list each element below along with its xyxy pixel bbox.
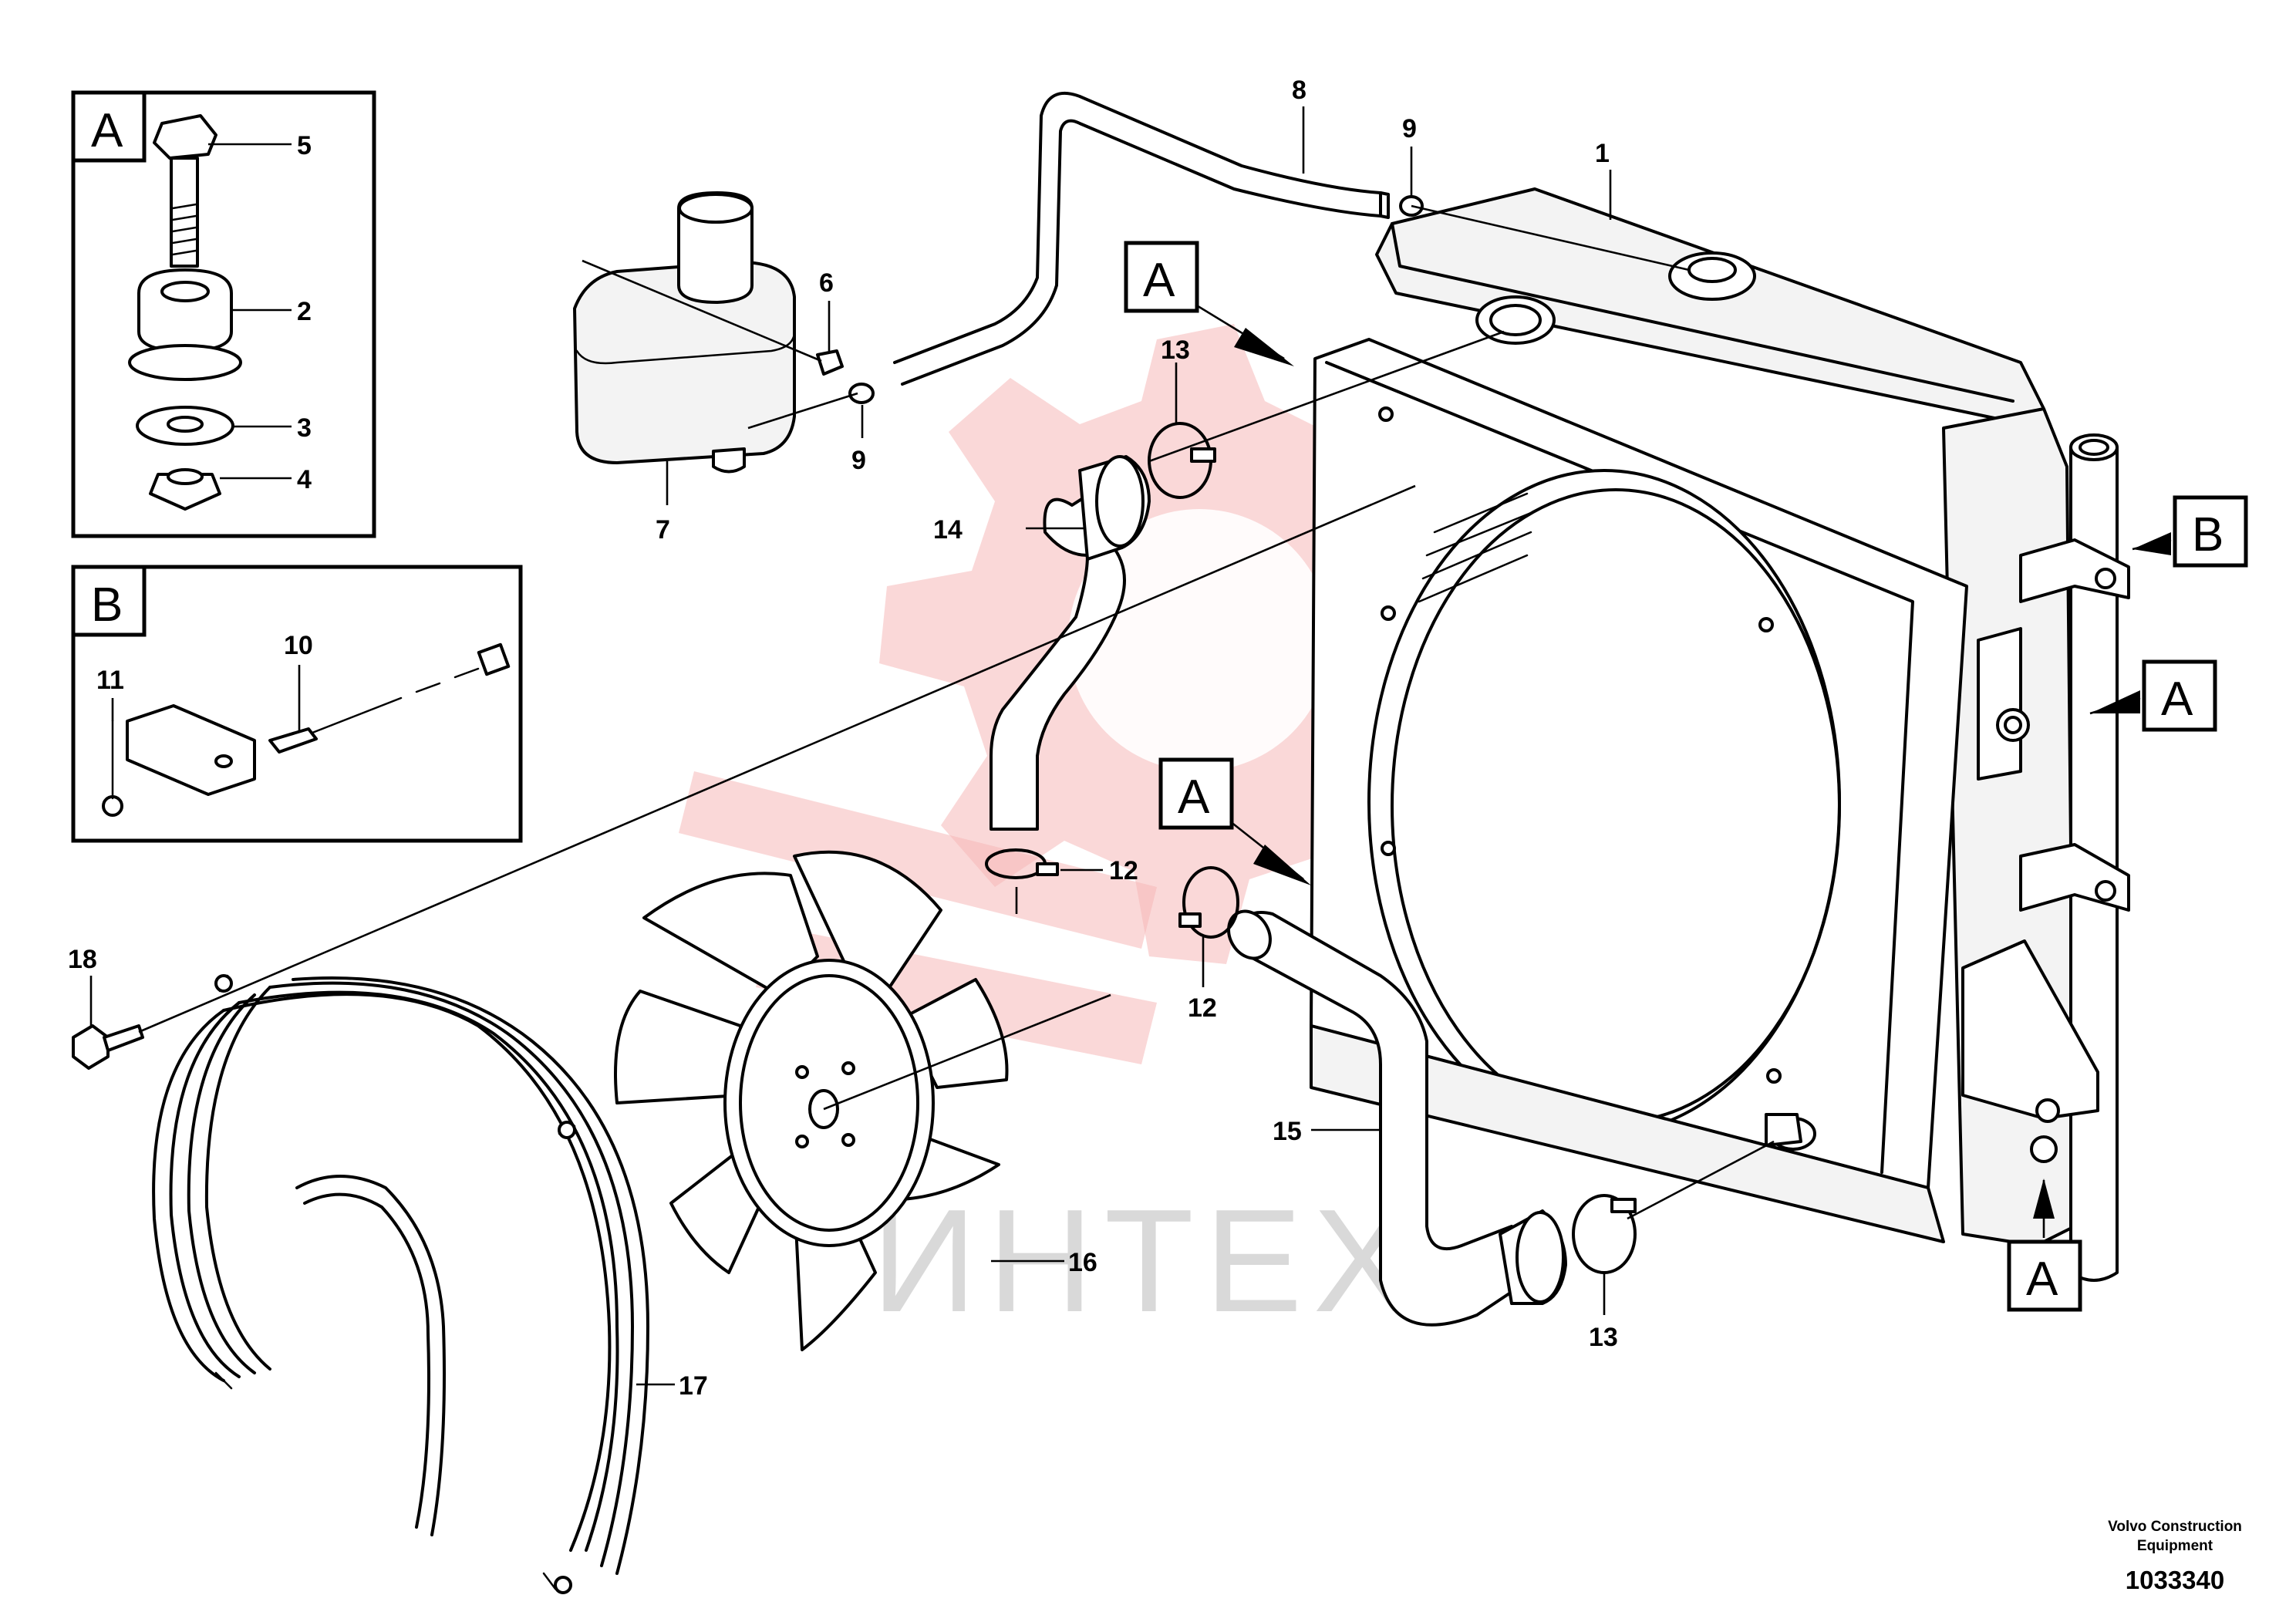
- callout-13-lower: 13: [1589, 1323, 1618, 1352]
- ref-a-right: A: [2161, 673, 2193, 726]
- callout-12-upper: 12: [1109, 856, 1138, 885]
- callout-14: 14: [933, 515, 963, 545]
- ref-a-top: A: [1143, 254, 1175, 307]
- callout-5: 5: [297, 131, 312, 160]
- watermark-text: ИНТЕХ: [872, 1179, 1421, 1343]
- callout-1: 1: [1595, 139, 1610, 168]
- radiator-part-1: [1310, 187, 2076, 1247]
- callout-11: 11: [96, 666, 124, 695]
- callout-10: 10: [284, 631, 313, 660]
- credit-line-1: Volvo Construction: [2108, 1519, 2242, 1535]
- figure-number: 1033340: [2126, 1566, 2224, 1594]
- lower-hose-part-15: [1227, 909, 1567, 1327]
- hose-clamp-part-9-left: [848, 383, 875, 404]
- inset-a-panel: A 5 2 3 4: [71, 90, 376, 538]
- hose-clamp-part-12-lower: [1178, 866, 1239, 939]
- callout-15: 15: [1273, 1117, 1302, 1146]
- fan-part-16: [614, 850, 1009, 1351]
- overflow-hose-part-8: [893, 92, 1390, 386]
- callout-9-right: 9: [1402, 114, 1417, 143]
- inset-b-panel: B 10 11: [71, 565, 523, 843]
- sensor-bracket: [102, 704, 256, 817]
- inset-b-label: B: [91, 578, 123, 632]
- callout-12-lower: 12: [1188, 993, 1217, 1023]
- callout-3: 3: [297, 413, 312, 443]
- callout-7: 7: [656, 515, 670, 545]
- fan-guard-part-17: [152, 974, 649, 1594]
- bolt-part-18: [72, 1024, 144, 1070]
- callout-4: 4: [297, 465, 312, 494]
- hose-clamp-part-12-upper: [985, 848, 1059, 879]
- washer-part-3: [136, 406, 234, 446]
- hose-clamp-part-13-lower: [1572, 1194, 1637, 1274]
- nut-part-4: [149, 468, 221, 511]
- ref-a-bottom: A: [2026, 1253, 2058, 1306]
- ref-b-right: B: [2192, 508, 2224, 561]
- callout-16: 16: [1068, 1248, 1097, 1277]
- callout-6: 6: [819, 268, 834, 298]
- credit-line-2: Equipment: [2137, 1538, 2213, 1554]
- rubber-mount-part-2: [128, 268, 242, 381]
- callout-8: 8: [1292, 76, 1306, 105]
- temperature-sensor-part-10: [268, 642, 511, 754]
- inset-a-label: A: [91, 104, 123, 157]
- side-pipe-and-brackets: [1961, 433, 2130, 1282]
- callout-18: 18: [68, 945, 97, 974]
- upper-hose-part-14: [990, 455, 1151, 831]
- bolt-part-5: [153, 114, 217, 268]
- expansion-tank-part-7: [573, 191, 796, 474]
- ref-a-mid: A: [1178, 771, 1210, 824]
- callout-9-left: 9: [851, 446, 866, 475]
- callout-17: 17: [679, 1371, 708, 1401]
- callout-2: 2: [297, 297, 312, 326]
- callout-13-upper: 13: [1161, 336, 1190, 365]
- screw-part-6: [816, 349, 844, 376]
